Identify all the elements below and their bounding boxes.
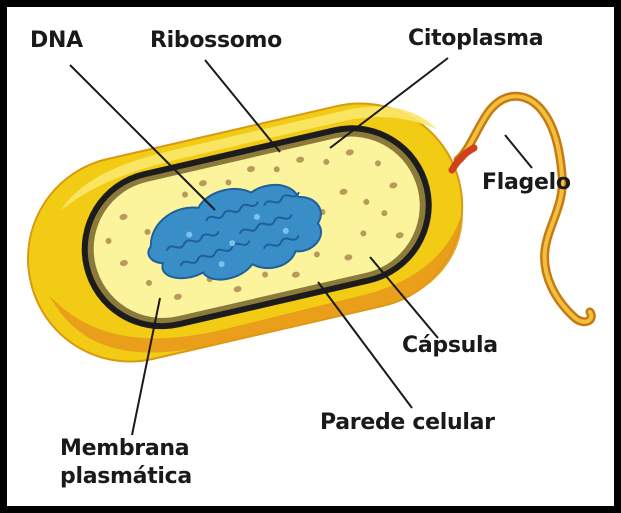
- flagellum-highlight: [458, 96, 591, 322]
- label-membrana-line2: plasmática: [60, 464, 192, 489]
- leader-flagelo: [505, 135, 532, 168]
- label-capsula: Cápsula: [402, 333, 498, 358]
- label-parede-celular: Parede celular: [320, 410, 495, 435]
- label-dna: DNA: [30, 28, 83, 53]
- label-flagelo: Flagelo: [482, 170, 571, 195]
- label-membrana-line1: Membrana: [60, 436, 189, 461]
- label-citoplasma: Citoplasma: [408, 26, 543, 51]
- label-ribossomo: Ribossomo: [150, 28, 282, 53]
